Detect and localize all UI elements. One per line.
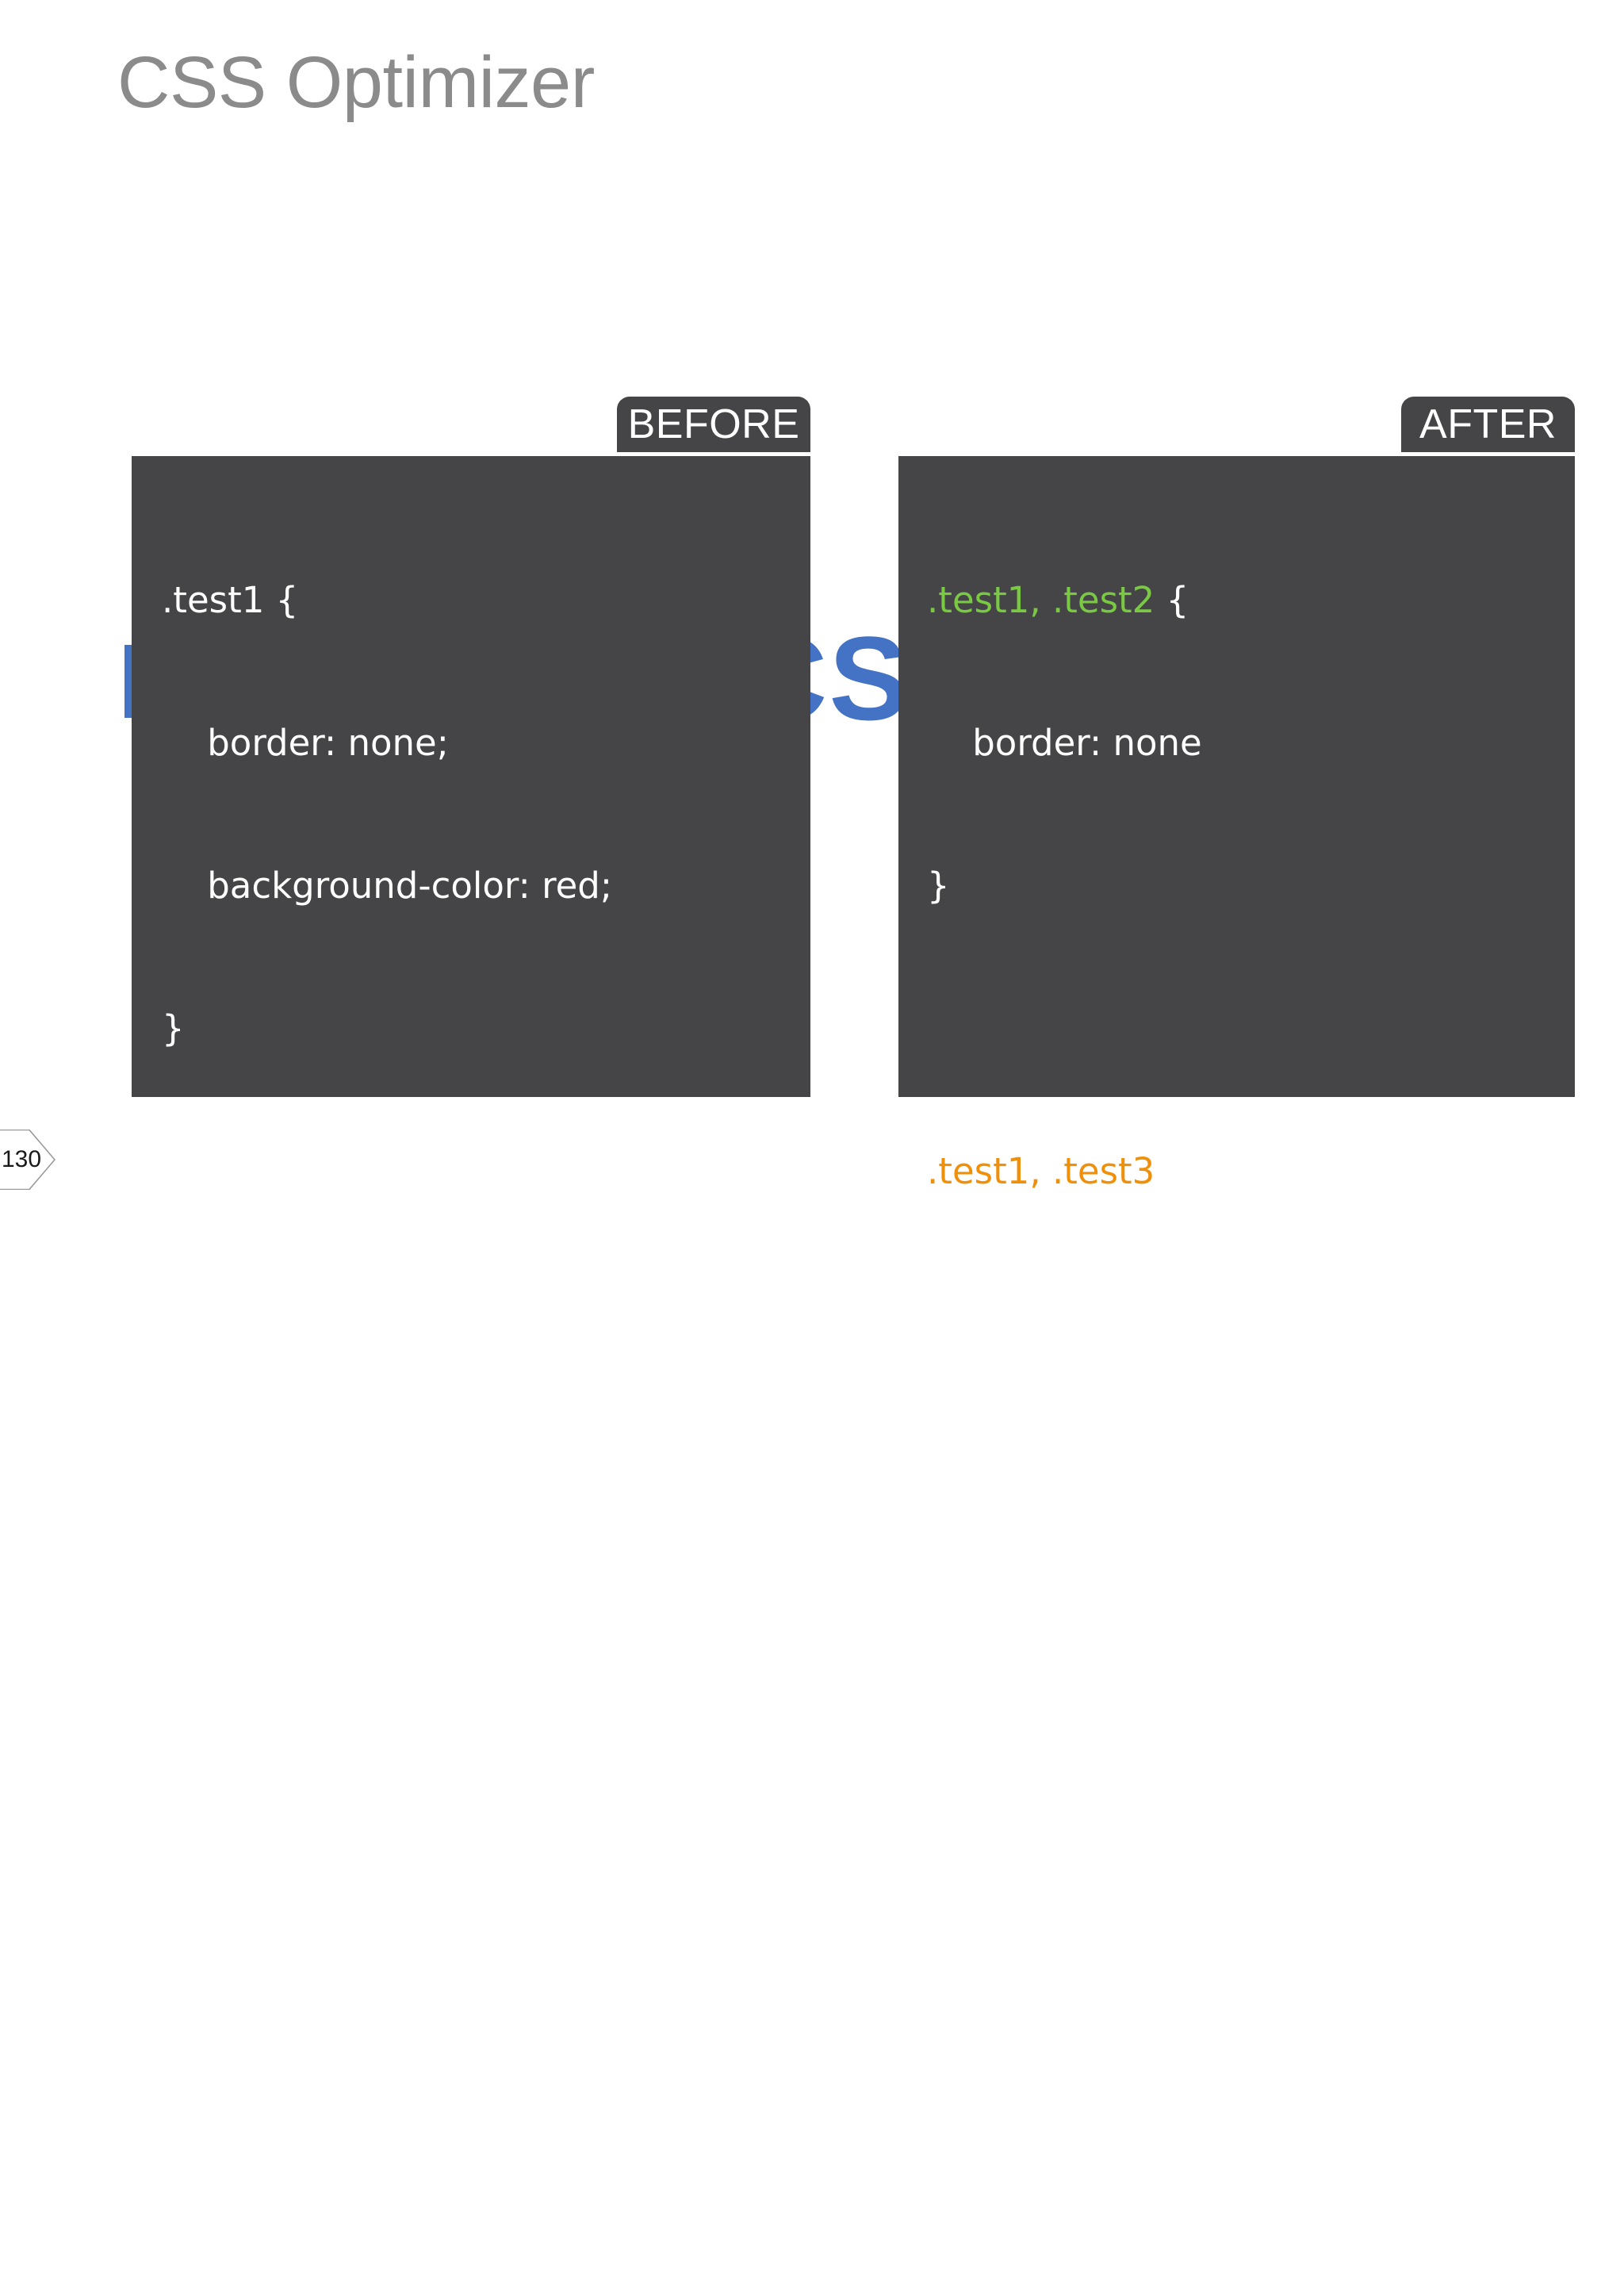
accent-bar (124, 645, 133, 718)
page-number-label: 130 (1, 1146, 42, 1172)
panel-tab-before-label: BEFORE (627, 401, 800, 447)
code-line: background-color: red; (162, 865, 613, 907)
code-line: .test2 { (162, 1293, 299, 1335)
code-line: } (927, 1436, 950, 1478)
page-number-badge: 130 (0, 1130, 56, 1190)
page-title: CSS Optimizer (117, 42, 595, 123)
code-line: } (162, 2150, 185, 2192)
code-line: border: none (927, 722, 1202, 764)
panel-tab-before: BEFORE (617, 397, 810, 452)
code-block-before: .test1 { border: none; background-color:… (162, 481, 802, 2290)
code-line: .test1, .test2 { (927, 577, 1567, 624)
page-badge-shape (0, 1130, 56, 1190)
code-line: background-color: #FF000; (162, 2007, 693, 2049)
code-block-after: .test1, .test2 { border: none } .test1, … (927, 481, 1567, 1576)
panel-tab-after: AFTER (1401, 397, 1575, 452)
code-panel-before: .test1 { border: none; background-color:… (132, 456, 810, 2192)
code-line: .test1, .test3 { (927, 1148, 1567, 1195)
code-line: } (162, 1578, 185, 1621)
code-line-blank (162, 1719, 802, 1766)
code-line-suffix: { (1155, 579, 1189, 621)
code-line: border: none; (162, 722, 449, 764)
code-line: } (162, 1007, 185, 1049)
code-line-blank (162, 1148, 802, 1195)
code-line: background-color: #F00; (927, 1293, 1415, 1335)
code-line: .test1 { (162, 579, 299, 621)
code-line-blank (927, 1005, 1567, 1053)
css-selector-orange: .test1, .test3 (927, 1150, 1155, 1192)
code-line: } (927, 865, 950, 907)
code-line: border: none (162, 1436, 437, 1478)
code-panel-after: .test1, .test2 { border: none } .test1, … (898, 456, 1575, 1478)
code-line: .test3 { (162, 1864, 299, 1906)
panel-tab-after-label: AFTER (1419, 401, 1557, 447)
css-selector-green: .test1, .test2 (927, 579, 1155, 621)
code-line-suffix: { (1155, 1150, 1189, 1192)
